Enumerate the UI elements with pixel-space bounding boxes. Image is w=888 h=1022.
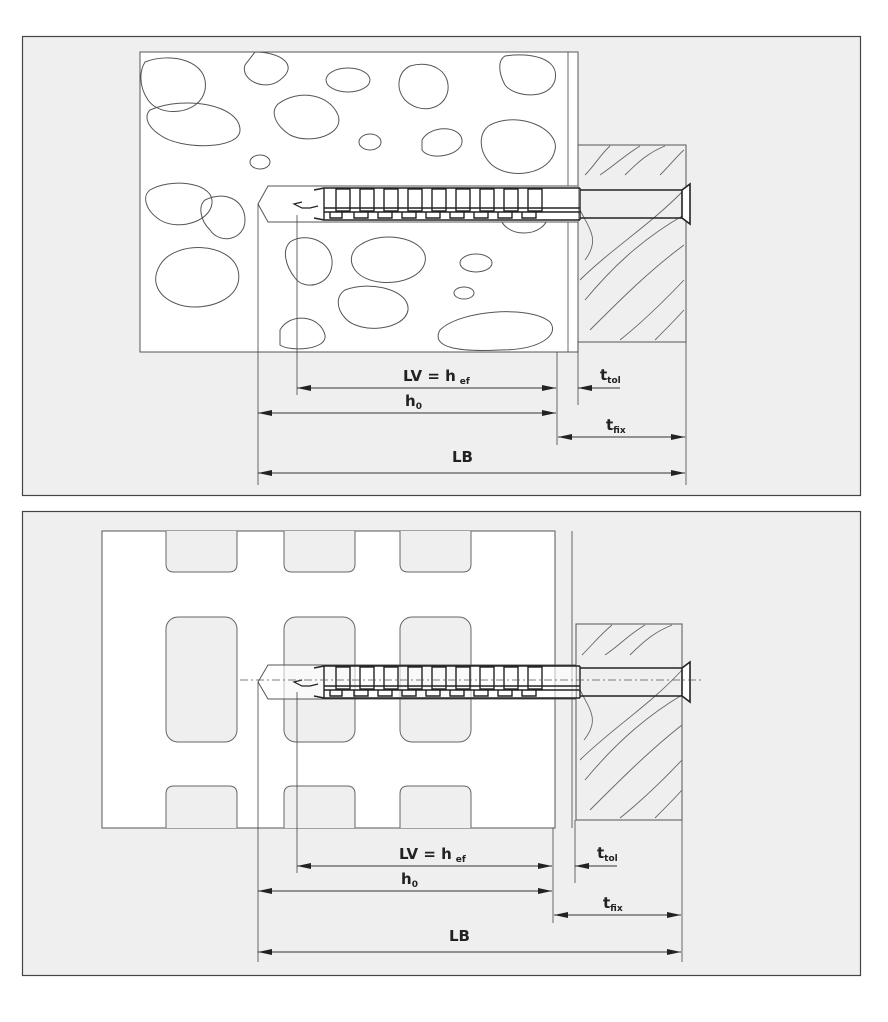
label-tfix: tfix: [603, 894, 623, 914]
label-lb: LB: [449, 927, 470, 945]
wood-fixture: [577, 144, 687, 343]
dimension-lines: [257, 204, 687, 485]
dimension-lines: [257, 682, 683, 962]
label-h0: h0: [405, 392, 422, 412]
brick-cavities: [165, 531, 472, 828]
wood-hatching: [579, 624, 683, 819]
label-ttol: ttol: [597, 844, 618, 864]
aggregate-pebbles: [140, 51, 556, 351]
wood-fixture: [575, 623, 683, 821]
drill-hole: [257, 185, 578, 223]
label-ttol: ttol: [600, 366, 621, 386]
label-tfix: tfix: [606, 416, 626, 436]
label-h0: h0: [401, 870, 418, 890]
wood-hatching: [579, 145, 685, 341]
label-lb: LB: [452, 448, 473, 466]
